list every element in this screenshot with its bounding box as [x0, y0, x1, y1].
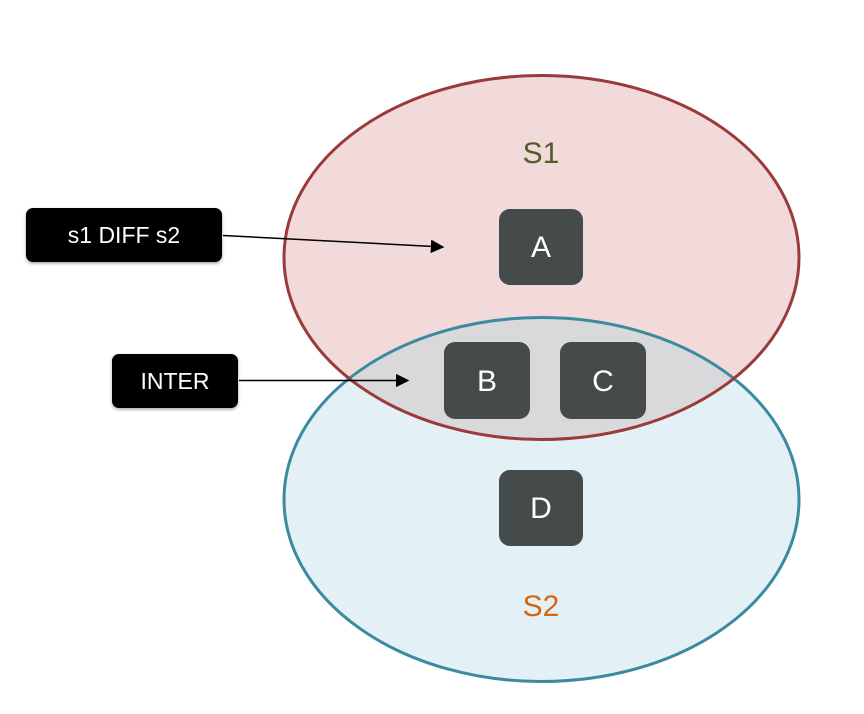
set-s1-outline — [282, 74, 801, 441]
callout-inter: INTER — [112, 354, 238, 408]
element-c: C — [560, 342, 646, 419]
element-a-label: A — [531, 231, 551, 264]
set-s2-outline — [282, 316, 801, 683]
callout-diff-arrow — [222, 234, 445, 254]
callout-diff-label: s1 DIFF s2 — [68, 222, 180, 248]
element-d: D — [499, 470, 583, 546]
callout-diff: s1 DIFF s2 — [26, 208, 222, 262]
element-c-label: C — [592, 365, 614, 398]
callout-inter-label: INTER — [141, 368, 210, 394]
element-d-label: D — [530, 492, 552, 525]
element-b: B — [444, 342, 530, 419]
element-a: A — [499, 209, 583, 285]
set-s2-label: S2 — [523, 590, 560, 623]
intersection-region — [284, 317, 799, 440]
element-b-label: B — [477, 365, 497, 398]
set-s1-label: S1 — [523, 137, 560, 170]
